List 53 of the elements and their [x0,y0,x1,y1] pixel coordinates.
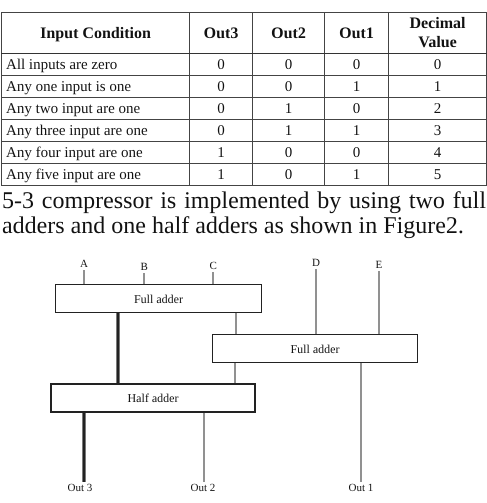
table-cell: 1 [190,164,252,186]
table-cell: 5 [388,164,486,186]
wire [234,362,236,384]
table-cell: Any one input is one [2,76,190,98]
table-cell: 1 [324,164,388,186]
table-cell: 1 [324,76,388,98]
paragraph: 5-3 compressor is implemented by using two full adders and one half adders as shown in Figure2. [2,189,486,239]
wire [360,362,362,482]
table-cell: 4 [388,142,486,164]
column-header: Out3 [190,12,252,54]
adder-block: Full adder [212,334,418,363]
table-cell: 0 [252,76,324,98]
table-cell: 0 [252,142,324,164]
output-label: Out 1 [348,482,374,494]
wire [82,413,86,482]
input-label: B [140,261,148,273]
column-header: Out1 [324,12,388,54]
table-cell: 1 [388,76,486,98]
table-cell: 0 [324,98,388,120]
output-label: Out 2 [190,482,216,494]
table-cell: Any three input are one [2,120,190,142]
adder-block: Half adder [50,383,256,413]
input-label: A [80,258,88,270]
wire [378,270,380,334]
output-label: Out 3 [68,482,92,494]
table-cell: 0 [190,54,252,76]
table-cell: 3 [388,120,486,142]
column-header: Input Condition [2,12,190,54]
input-label: D [312,257,320,269]
table-cell: Any two input are one [2,98,190,120]
table-cell: 1 [324,120,388,142]
table-cell: 0 [190,98,252,120]
adder-block: Full adder [55,284,262,313]
column-header: Decimal Value [388,12,486,54]
input-label: E [376,259,382,271]
wire [116,313,120,383]
table-cell: 1 [252,120,324,142]
table-cell: 1 [252,98,324,120]
table-cell: 1 [190,142,252,164]
input-label: C [210,260,217,272]
table-cell: 0 [190,120,252,142]
table-cell: 0 [252,54,324,76]
table-cell: All inputs are zero [2,54,190,76]
table-cell: 0 [324,54,388,76]
table-cell: 2 [388,98,486,120]
table-cell: Any five input are one [2,164,190,186]
table-cell: 0 [252,164,324,186]
table-cell: 0 [324,142,388,164]
table-cell: 0 [388,54,486,76]
table-cell: 0 [190,76,252,98]
table-cell: Any four input are one [2,142,190,164]
wire [212,272,214,284]
column-header: Out2 [252,12,324,54]
